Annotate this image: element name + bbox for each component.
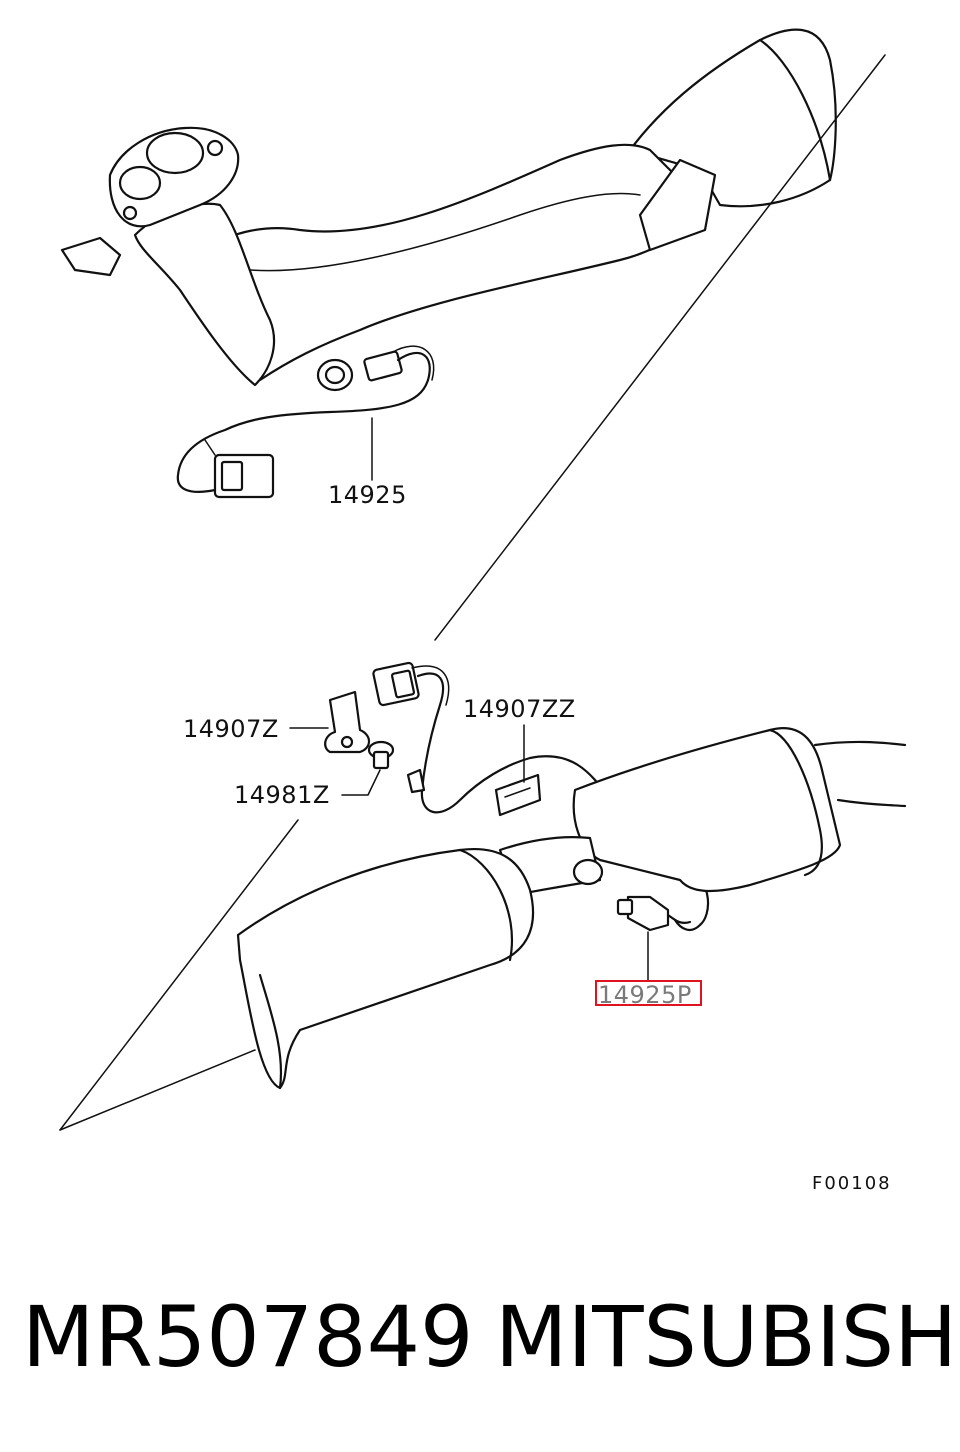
rear-oxygen-sensor bbox=[616, 895, 692, 932]
perspective-line-upper bbox=[434, 54, 886, 641]
label-front-sensor: 14925 bbox=[328, 481, 407, 509]
label-bracket: 14907Z bbox=[183, 715, 279, 743]
rear-catalytic-converter bbox=[236, 847, 535, 1090]
rear-sensor-harness bbox=[372, 661, 710, 932]
bracket-bolt bbox=[367, 740, 395, 770]
rear-exhaust-muffler bbox=[498, 727, 907, 897]
label-clip: 14907ZZ bbox=[463, 695, 576, 723]
label-highlight-box bbox=[595, 980, 702, 1006]
front-exhaust-pipe bbox=[60, 28, 837, 392]
brand-name: MITSUBISHI bbox=[495, 1288, 960, 1386]
figure-code: F00108 bbox=[812, 1173, 892, 1194]
harness-clip bbox=[494, 773, 542, 817]
perspective-line-lower bbox=[59, 819, 299, 1131]
product-footer: MR507849 MITSUBISHI bbox=[0, 1270, 960, 1400]
leader-line-bolt bbox=[341, 769, 381, 796]
label-bolt: 14981Z bbox=[234, 781, 330, 809]
sensor-bracket bbox=[324, 690, 371, 754]
perspective-line-base bbox=[59, 1049, 256, 1131]
front-oxygen-sensor bbox=[176, 345, 435, 499]
part-number: MR507849 bbox=[22, 1288, 474, 1386]
label-rear-sensor: 14925P bbox=[598, 981, 692, 1009]
